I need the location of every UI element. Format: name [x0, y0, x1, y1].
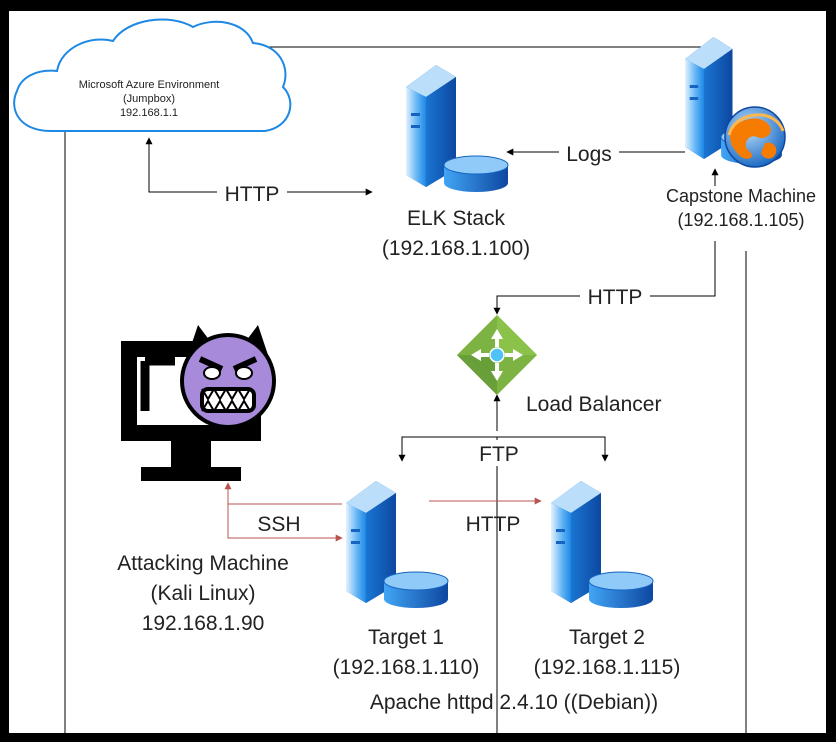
cloud-title: Microsoft Azure Environment [79, 79, 220, 91]
diagram-canvas: Microsoft Azure Environment (Jumpbox) 19… [9, 11, 826, 733]
cloud-shape [13, 18, 292, 132]
cloud-ip: 192.168.1.1 [120, 107, 178, 119]
attacker-os: (Kali Linux) [150, 582, 255, 605]
edge-label-http-cloud-elk: HTTP [225, 183, 280, 206]
cloud-subtitle: (Jumpbox) [123, 93, 175, 105]
edge-label-ssh: SSH [257, 513, 300, 536]
load-balancer-name: Load Balancer [526, 393, 661, 416]
edge-label-ftp: FTP [479, 443, 519, 466]
target1-server-icon [345, 480, 449, 609]
target1-ip: (192.168.1.110) [333, 656, 480, 679]
target2-server-icon [550, 480, 654, 609]
globe-icon [724, 106, 786, 168]
elk-server-icon [405, 64, 509, 193]
elk-name: ELK Stack [407, 207, 506, 230]
edge-ssh [224, 482, 343, 542]
capstone-name: Capstone Machine [666, 186, 816, 206]
network-diagram: Microsoft Azure Environment (Jumpbox) 19… [13, 18, 816, 733]
edge-ftp-left [398, 436, 497, 462]
edge-label-http-capstone-lb: HTTP [588, 286, 643, 309]
footer-label: Apache httpd 2.4.10 ((Debian)) [370, 691, 658, 714]
attacker-ip: 192.168.1.90 [142, 612, 265, 635]
edge-label-http-t1-t2: HTTP [466, 513, 521, 536]
edge-ftp-right [497, 436, 609, 462]
azure-cloud: Microsoft Azure Environment (Jumpbox) 19… [13, 18, 292, 132]
elk-ip: (192.168.1.100) [382, 237, 530, 260]
target2-ip: (192.168.1.115) [534, 656, 681, 679]
target1-name: Target 1 [368, 626, 444, 649]
target2-name: Target 2 [569, 626, 645, 649]
devil-icon [180, 325, 276, 429]
edge-label-logs: Logs [566, 143, 612, 166]
attacker-name: Attacking Machine [117, 552, 289, 575]
capstone-ip: (192.168.1.105) [677, 210, 804, 230]
edge-http-cloud-elk [145, 137, 373, 196]
load-balancer-icon [457, 315, 537, 395]
